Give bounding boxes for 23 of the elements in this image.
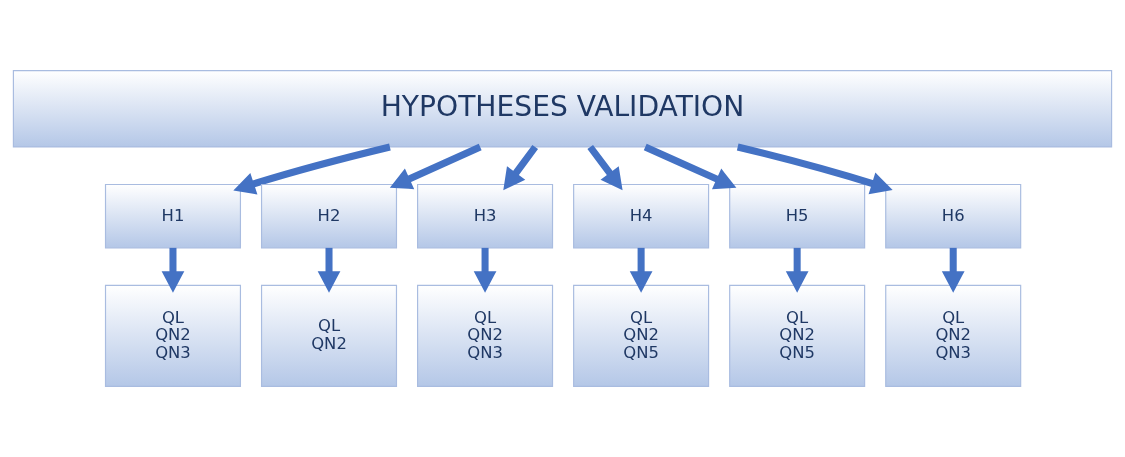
- node-box: QL QN2 QN5: [729, 284, 866, 387]
- node-box: H1: [104, 183, 241, 249]
- node-box: QL QN2 QN3: [417, 284, 554, 387]
- node-box: QL QN2 QN3: [104, 284, 241, 387]
- node-box: H4: [573, 183, 710, 249]
- node-box: QL QN2: [260, 284, 398, 387]
- arrow: [941, 247, 965, 293]
- arrow: [473, 247, 497, 293]
- node-box: QL QN2 QN3: [885, 284, 1022, 387]
- arrow: [785, 247, 809, 293]
- node-box: H3: [417, 183, 554, 249]
- arrow: [161, 247, 185, 293]
- arrow: [629, 247, 653, 293]
- arrow: [389, 143, 482, 190]
- node-box: QL QN2 QN5: [573, 284, 710, 387]
- arrow: [503, 144, 539, 191]
- node-box: H5: [729, 183, 866, 249]
- node-box: HYPOTHESES VALIDATION: [12, 70, 1113, 148]
- arrow: [317, 247, 341, 293]
- node-box: H6: [885, 183, 1022, 249]
- node-box: H2: [260, 183, 398, 249]
- arrow: [643, 143, 737, 190]
- arrow: [587, 144, 623, 191]
